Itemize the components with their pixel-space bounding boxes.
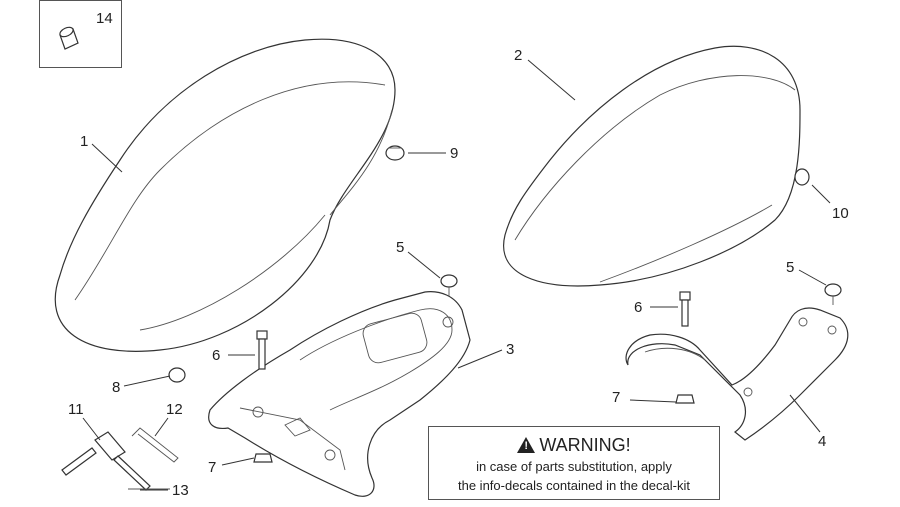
warning-title-row: ! WARNING! xyxy=(429,433,719,457)
screwdriver-part-11 xyxy=(61,431,151,491)
callout-1: 1 xyxy=(80,133,88,150)
callout-11: 11 xyxy=(68,401,84,418)
callout-7-left: 7 xyxy=(208,459,216,476)
callout-5-left: 5 xyxy=(396,239,404,256)
callout-10: 10 xyxy=(832,205,849,222)
nut-part-7-right xyxy=(675,394,695,404)
seat-part-2 xyxy=(503,45,801,287)
callout-2: 2 xyxy=(514,47,522,64)
leader-lines xyxy=(82,59,831,491)
callout-4: 4 xyxy=(818,433,826,450)
callout-13: 13 xyxy=(172,482,189,499)
plug-part-5-left xyxy=(440,274,458,296)
callout-6-right: 6 xyxy=(634,299,642,316)
warning-title: WARNING! xyxy=(539,434,631,455)
inset-part-14: 14 xyxy=(39,0,122,68)
callout-5-right: 5 xyxy=(786,259,794,276)
seat-part-1 xyxy=(54,38,396,352)
callout-14: 14 xyxy=(96,10,113,27)
inset-canvas: 14 xyxy=(59,10,113,50)
warning-triangle-icon: ! xyxy=(517,437,536,453)
callout-6-left: 6 xyxy=(212,347,220,364)
callout-7-right: 7 xyxy=(612,389,620,406)
frame-part-4 xyxy=(625,307,849,441)
bolt-part-6-left xyxy=(256,330,268,370)
callout-9: 9 xyxy=(450,145,458,162)
callout-8: 8 xyxy=(112,379,120,396)
bushing-part-14 xyxy=(59,26,79,50)
bolt-part-6-right xyxy=(679,291,691,327)
rubber-buffer-part-8 xyxy=(168,367,186,383)
allen-key-part-12 xyxy=(131,427,179,463)
rubber-buffer-part-9 xyxy=(385,145,405,161)
warning-line-2: the info-decals contained in the decal-k… xyxy=(458,478,690,493)
rubber-buffer-part-10 xyxy=(794,168,810,186)
callout-3: 3 xyxy=(506,341,514,358)
warning-line-1: in case of parts substitution, apply xyxy=(476,459,672,474)
frame-part-3 xyxy=(208,291,471,497)
plug-part-5-right xyxy=(824,283,842,305)
nut-part-7-left xyxy=(253,453,273,463)
warning-notice: ! WARNING! in case of parts substitution… xyxy=(428,426,720,500)
callout-12: 12 xyxy=(166,401,183,418)
